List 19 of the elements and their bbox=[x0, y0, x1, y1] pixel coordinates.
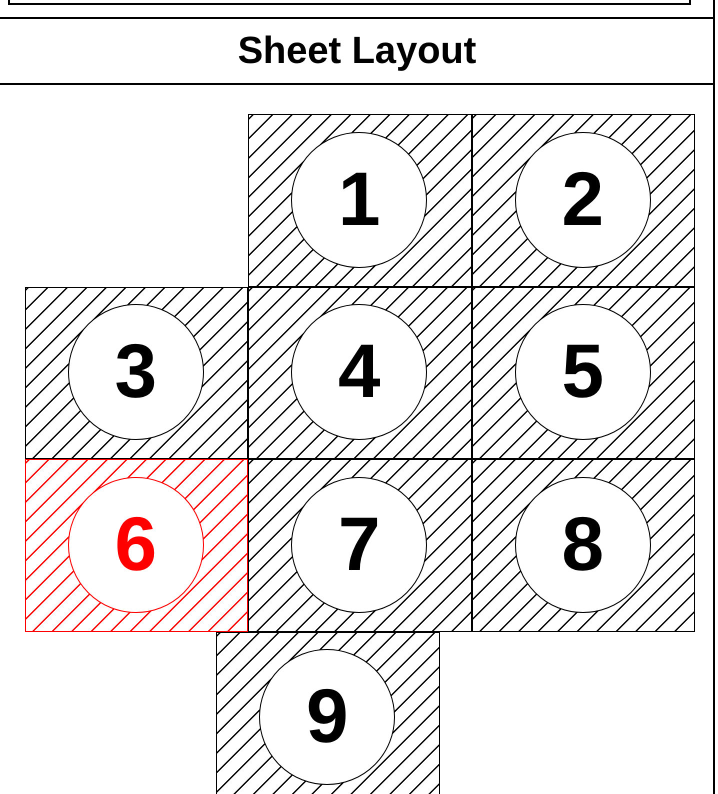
sheet-tile bbox=[248, 114, 472, 286]
tile-number: 7 bbox=[338, 506, 380, 583]
title: Sheet Layout bbox=[238, 30, 476, 72]
sheet-tile bbox=[472, 459, 695, 632]
tile-number: 3 bbox=[114, 334, 157, 410]
sheet-tile bbox=[24, 286, 248, 459]
tile-number: 2 bbox=[562, 162, 604, 238]
tile-number: 1 bbox=[338, 162, 380, 238]
tile-number: 8 bbox=[562, 506, 604, 583]
sheet-tile bbox=[472, 286, 695, 459]
sheet-tile bbox=[248, 459, 472, 632]
tile-number: 9 bbox=[306, 679, 348, 756]
tile-number: 6 bbox=[114, 506, 157, 583]
sheet-tile bbox=[216, 632, 440, 794]
tile-number: 4 bbox=[338, 334, 380, 410]
tile-number: 5 bbox=[562, 334, 604, 410]
sheet-tile bbox=[472, 114, 695, 286]
highlighted-sheet-tile bbox=[24, 459, 248, 632]
sheet-tile bbox=[248, 286, 472, 459]
